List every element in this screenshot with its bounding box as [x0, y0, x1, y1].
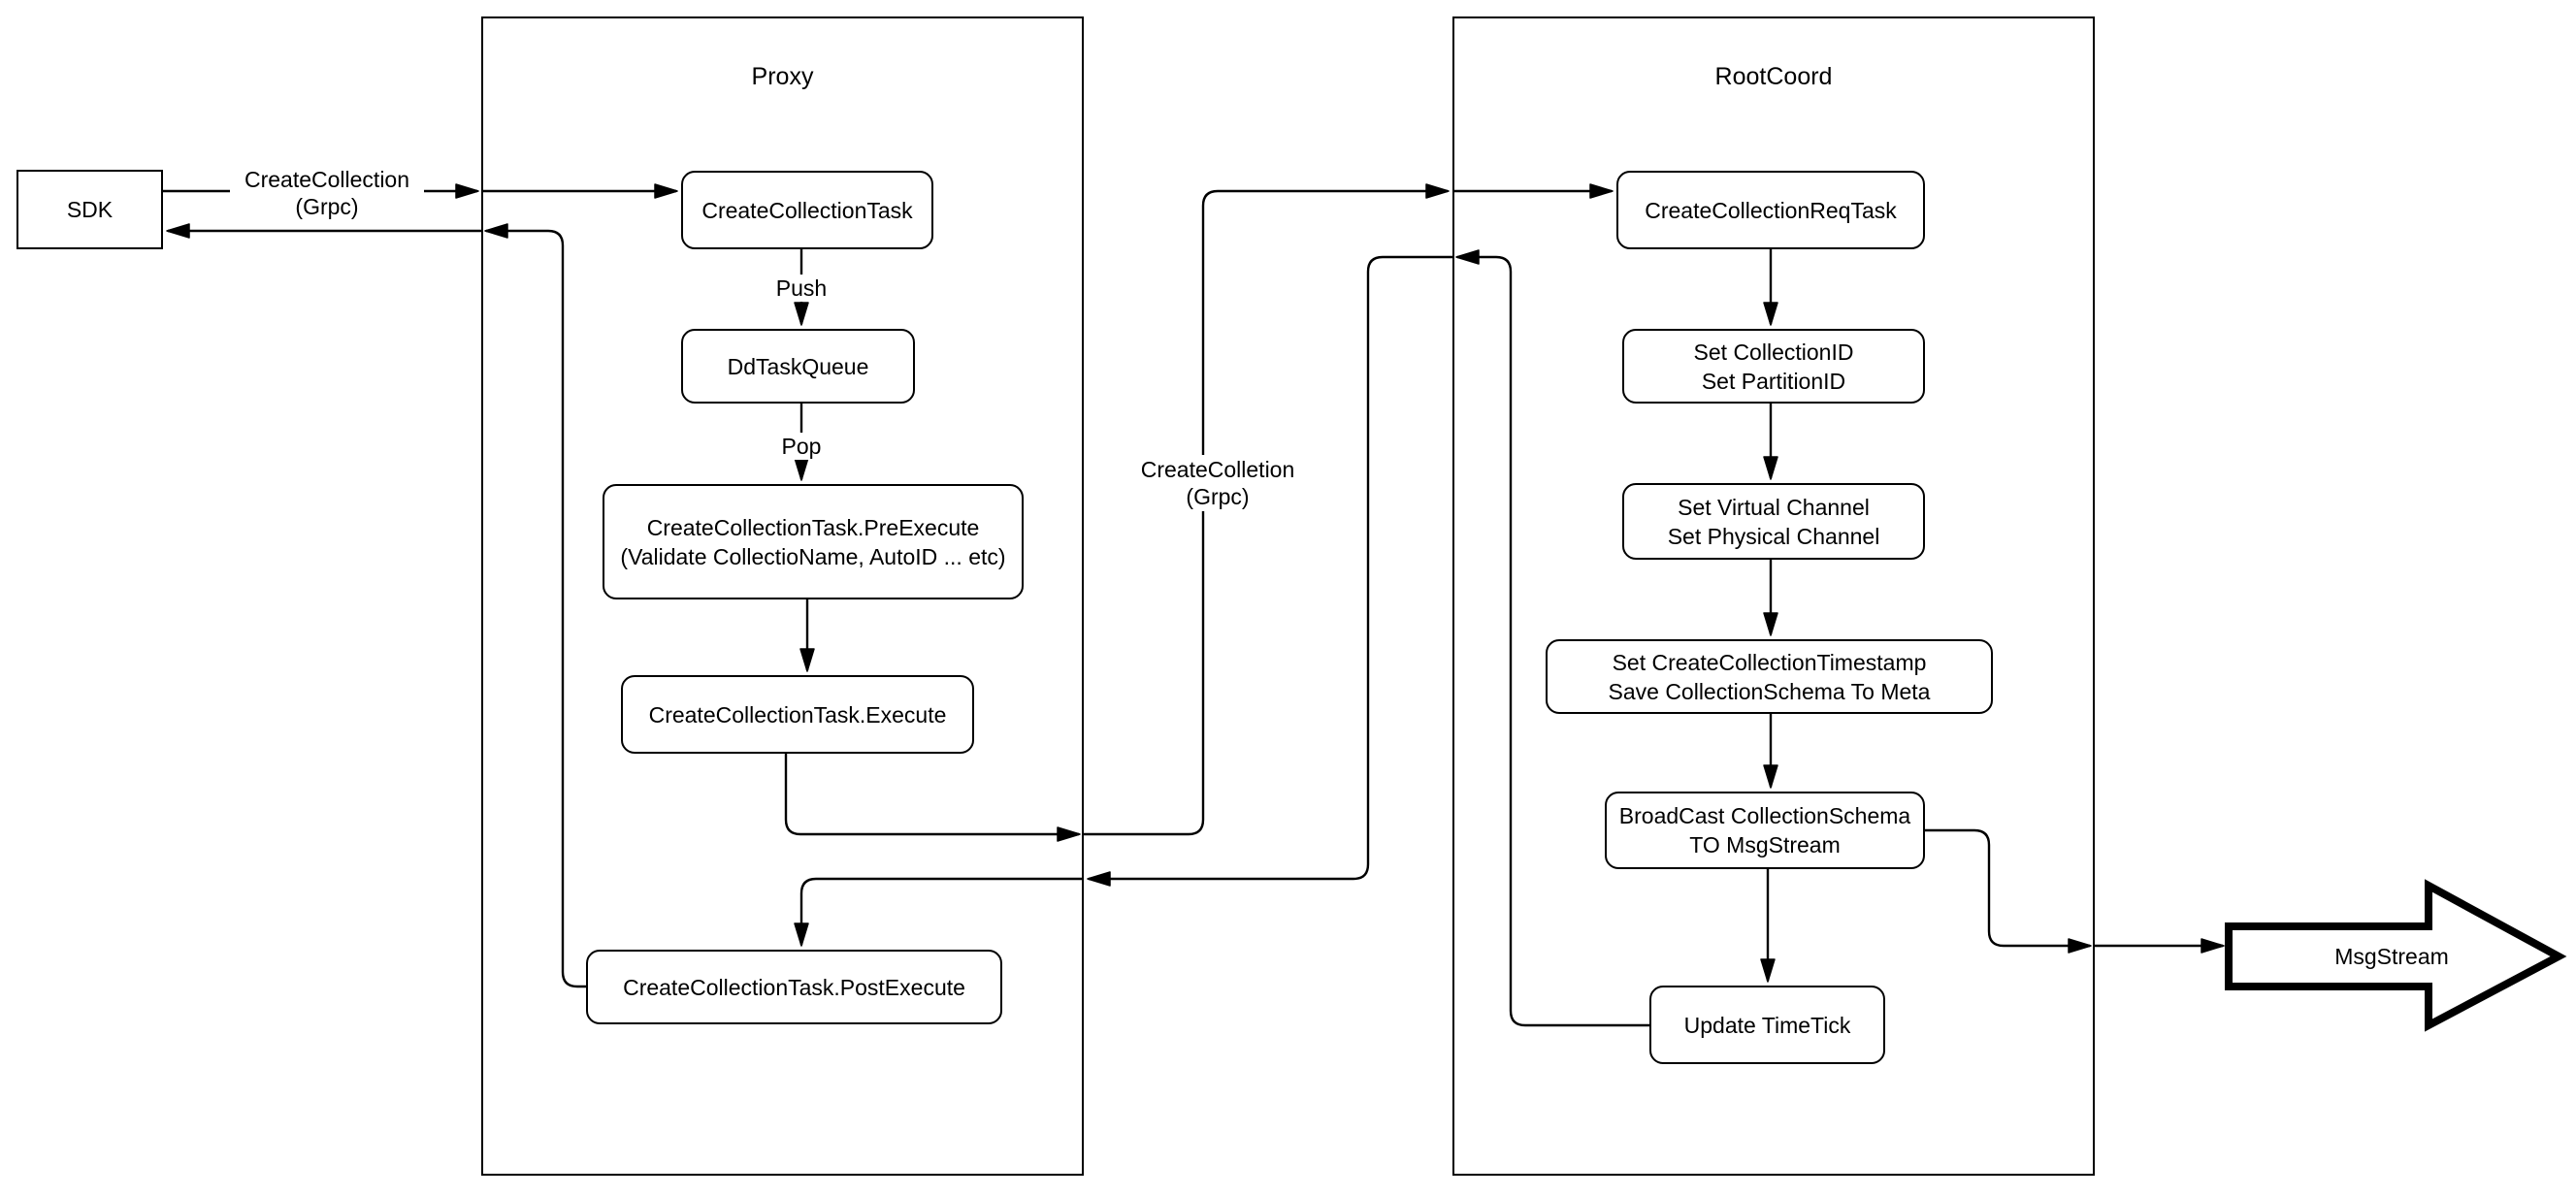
proxy-container: [481, 16, 1084, 1176]
rootcoord-container: [1452, 16, 2095, 1176]
node-create-collection-task: CreateCollectionTask: [681, 171, 933, 249]
msgstream-label: MsgStream: [2334, 943, 2449, 969]
edge-rootcoord-to-proxy-return: [1087, 255, 1452, 887]
rootcoord-container-title: RootCoord: [1714, 63, 1833, 90]
node-pre-execute: CreateCollectionTask.PreExecute (Validat…: [603, 484, 1024, 599]
edge-label-createcolletion-grpc: CreateColletion (Grpc): [1121, 455, 1315, 511]
node-set-timestamp-save-schema: Set CreateCollectionTimestamp Save Colle…: [1546, 639, 1993, 714]
node-set-collection-partition-id: Set CollectionID Set PartitionID: [1622, 329, 1925, 404]
edge-label-pop: Pop: [763, 433, 840, 460]
node-execute: CreateCollectionTask.Execute: [621, 675, 974, 754]
edge-label-createcollection-grpc: CreateCollection (Grpc): [230, 165, 424, 221]
edge-label-push: Push: [763, 275, 840, 302]
node-set-virtual-physical-channel: Set Virtual Channel Set Physical Channel: [1622, 483, 1925, 560]
edge-proxy-to-rootcoord: [1084, 183, 1450, 836]
proxy-container-title: Proxy: [751, 63, 814, 90]
node-sdk: SDK: [16, 170, 163, 249]
node-broadcast-collectionschema: BroadCast CollectionSchema TO MsgStream: [1605, 792, 1925, 869]
node-create-collection-req-task: CreateCollectionReqTask: [1616, 171, 1925, 249]
node-update-timetick: Update TimeTick: [1649, 986, 1885, 1064]
node-dd-task-queue: DdTaskQueue: [681, 329, 915, 404]
node-post-execute: CreateCollectionTask.PostExecute: [586, 950, 1002, 1024]
